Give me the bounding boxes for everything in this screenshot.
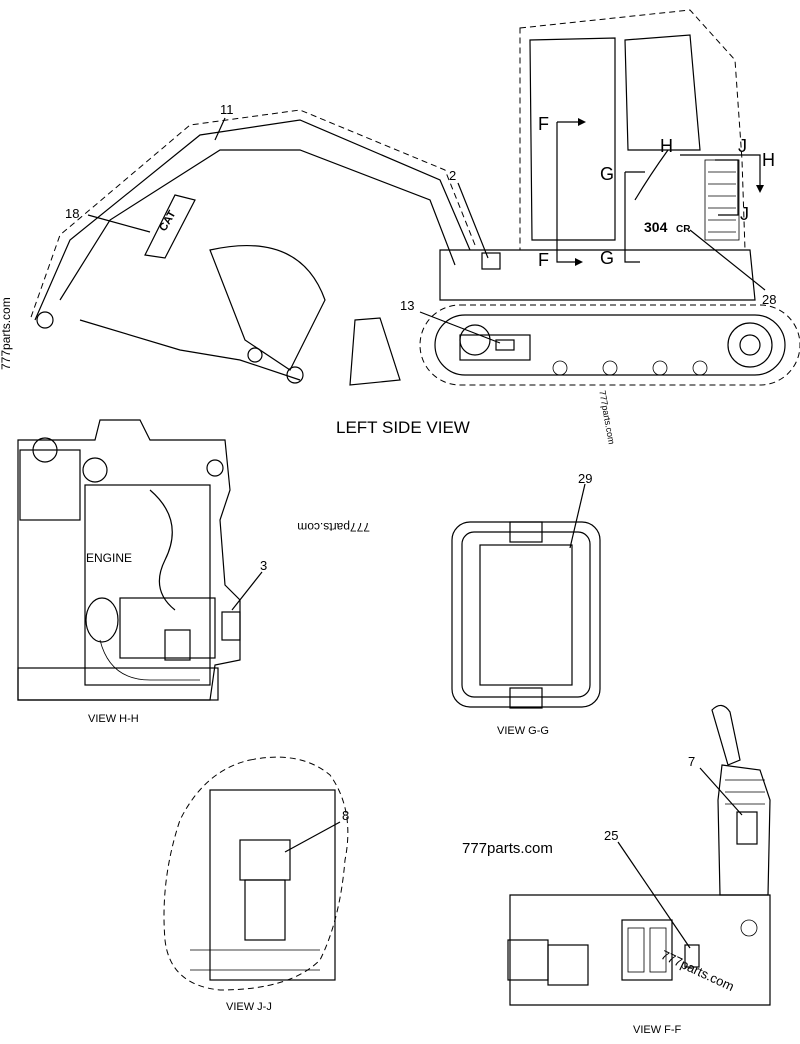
callout-8: 8: [342, 808, 349, 823]
view-jj: 8 VIEW J-J: [163, 756, 349, 1013]
section-j-top: J: [738, 136, 747, 156]
view-hh: 3 ENGINE VIEW H-H: [17, 419, 267, 725]
section-f-bottom: F: [538, 250, 549, 270]
section-h-right: H: [762, 150, 775, 170]
callout-3: 3: [260, 558, 267, 573]
watermark-rotated-mid: 777parts.com: [597, 390, 616, 445]
view-ff-title: VIEW F-F: [633, 1024, 682, 1036]
section-g-top: G: [600, 164, 614, 184]
callout-7: 7: [688, 754, 695, 769]
section-f-top: F: [538, 114, 549, 134]
decal-13-marker: [495, 339, 515, 351]
engine-label: ENGINE: [86, 551, 132, 565]
decal-2-marker: [481, 252, 501, 270]
section-h-left: H: [660, 136, 673, 156]
model-suffix: CR: [676, 224, 691, 235]
watermarks: 777parts.com 777parts.com 777parts.com 7…: [0, 297, 736, 994]
view-gg-title: VIEW G-G: [497, 725, 549, 737]
decal-3-marker: [221, 611, 241, 641]
callout-29: 29: [578, 471, 592, 486]
section-g-bottom: G: [600, 248, 614, 268]
view-jj-title: VIEW J-J: [226, 1001, 272, 1013]
decal-25-marker: [684, 944, 700, 968]
engine-grille: [704, 159, 740, 241]
excavator-left-side: CAT 304 CR F F G G H H J: [29, 9, 800, 437]
view-gg: 29 VIEW G-G: [451, 471, 601, 737]
watermark-lower: 777parts.com: [462, 840, 553, 857]
section-g-markers: G G: [600, 164, 645, 268]
boom-cat-decal: CAT: [144, 194, 196, 259]
callout-25: 25: [604, 828, 618, 843]
view-hh-title: VIEW H-H: [88, 713, 139, 725]
section-f-markers: F F: [538, 114, 586, 270]
decal-29-panel: [479, 544, 573, 686]
callout-18: 18: [65, 206, 79, 221]
callout-11: 11: [220, 102, 234, 117]
left-side-view-title: LEFT SIDE VIEW: [336, 418, 470, 437]
decal-7-marker: [736, 811, 758, 845]
section-hj-markers: H H J J: [634, 136, 775, 224]
watermark-left-edge: 777parts.com: [0, 297, 13, 370]
callout-28: 28: [762, 292, 776, 307]
section-j-bottom: J: [740, 204, 749, 224]
decal-8-marker: [239, 839, 291, 881]
watermark-center: 777parts.com: [297, 520, 370, 534]
callout-13: 13: [400, 298, 414, 313]
watermark-bottom-right: 777parts.com: [659, 947, 737, 994]
cat-logo: CAT: [157, 208, 178, 233]
callout-2: 2: [449, 168, 456, 183]
model-badge: 304: [644, 219, 668, 235]
view-ff: 7 25 VIEW F-F: [507, 704, 771, 1036]
